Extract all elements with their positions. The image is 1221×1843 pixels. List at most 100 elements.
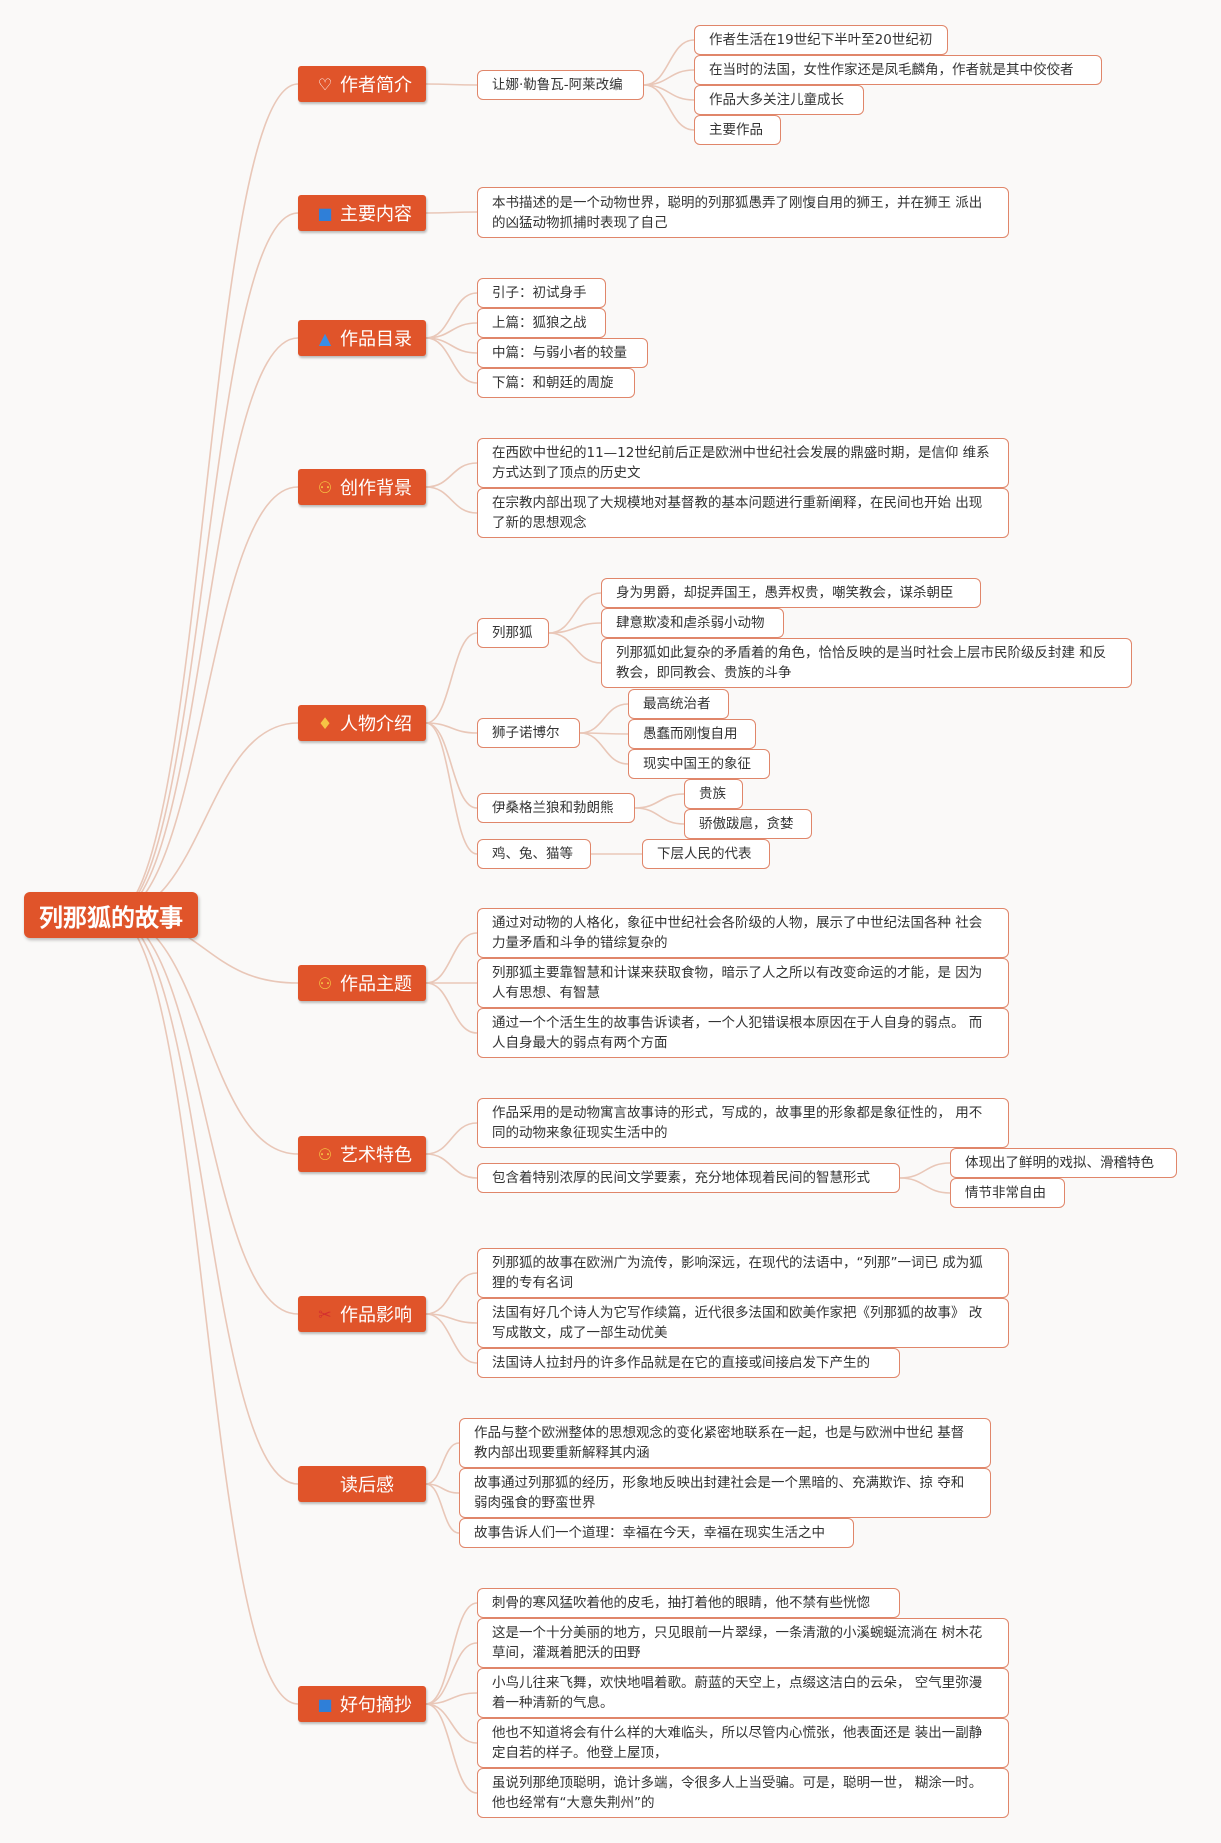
- ribbon-icon: ⚇: [317, 477, 333, 497]
- influence-item[interactable]: 列那狐的故事在欧洲广为流传，影响深远，在现代的法语中，“列那”一词已 成为狐狸的…: [477, 1248, 1009, 1298]
- connector: [111, 337, 299, 916]
- branch-author[interactable]: ♡ 作者简介: [298, 66, 426, 102]
- author-fact[interactable]: 主要作品: [694, 115, 781, 145]
- quote-item[interactable]: 小鸟儿往来飞舞，欢快地唱着歌。蔚蓝的天空上，点缀这洁白的云朵， 空气里弥漫着一种…: [477, 1668, 1009, 1718]
- quote-item[interactable]: 这是一个十分美丽的地方，只见眼前一片翠绿，一条清澈的小溪蜿蜒流淌在 树木花草间，…: [477, 1618, 1009, 1668]
- quote-item[interactable]: 刺骨的寒风猛吹着他的皮毛，抽打着他的眼睛，他不禁有些恍惚: [477, 1588, 900, 1618]
- catalog-item[interactable]: 引子：初试身手: [477, 278, 606, 308]
- character-trait[interactable]: 贵族: [684, 779, 743, 809]
- branch-art[interactable]: ⚇ 艺术特色: [298, 1136, 426, 1172]
- square-icon: ■: [317, 203, 333, 223]
- branch-catalog[interactable]: ▲ 作品目录: [298, 320, 426, 356]
- ribbon-icon: ⚇: [317, 1144, 333, 1164]
- influence-item[interactable]: 法国诗人拉封丹的许多作品就是在它的直接或间接启发下产生的: [477, 1348, 900, 1378]
- character-trait[interactable]: 下层人民的代表: [642, 839, 770, 869]
- connector: [425, 462, 478, 488]
- connector: [425, 1602, 478, 1705]
- connector: [548, 622, 602, 634]
- connector: [634, 807, 685, 825]
- theme-item[interactable]: 通过对动物的人格化，象征中世纪社会各阶级的人物，展示了中世纪法国各种 社会力量矛…: [477, 908, 1009, 958]
- flame-icon: ▲: [318, 328, 332, 348]
- connector: [111, 914, 299, 1315]
- branch-label: 读后感: [340, 1475, 394, 1496]
- connector: [111, 486, 299, 916]
- character-trait[interactable]: 现实中国王的象征: [628, 749, 770, 779]
- branch-label: 作品目录: [340, 329, 412, 350]
- connector: [425, 932, 478, 984]
- character-trait[interactable]: 肆意欺凌和虐杀弱小动物: [601, 608, 784, 638]
- branch-quotes[interactable]: ■好句摘抄: [298, 1686, 426, 1722]
- theme-item[interactable]: 通过一个个活生生的故事告诉读者，一个人犯错误根本原因在于人自身的弱点。 而人自身…: [477, 1008, 1009, 1058]
- background-item[interactable]: 在宗教内部出现了大规模地对基督教的基本问题进行重新阐释，在民间也开始 出现了新的…: [477, 488, 1009, 538]
- branch-label: 主要内容: [340, 204, 412, 225]
- author-fact[interactable]: 作者生活在19世纪下半叶至20世纪初: [694, 25, 948, 55]
- branch-label: 艺术特色: [340, 1145, 412, 1166]
- connector: [548, 632, 602, 664]
- square-icon: ■: [317, 1694, 333, 1714]
- character-name[interactable]: 伊桑格兰狼和勃朗熊: [477, 793, 635, 823]
- connector: [425, 1272, 478, 1315]
- influence-item[interactable]: 法国有好几个诗人为它写作续篇，近代很多法国和欧美作家把《列那狐的故事》 改写成散…: [477, 1298, 1009, 1348]
- branch-label: 作品主题: [340, 974, 412, 995]
- diamond-icon: ♦: [317, 713, 333, 733]
- connector: [425, 486, 478, 514]
- reflection-item[interactable]: 故事通过列那狐的经历，形象地反映出封建社会是一个黑暗的、充满欺诈、掠 夺和弱肉强…: [459, 1468, 991, 1518]
- connector: [643, 84, 695, 131]
- connector: [425, 632, 478, 724]
- catalog-item[interactable]: 中篇：与弱小者的较量: [477, 338, 648, 368]
- character-trait[interactable]: 愚蠢而刚愎自用: [628, 719, 756, 749]
- catalog-item[interactable]: 下篇：和朝廷的周旋: [477, 368, 635, 398]
- art-item[interactable]: 包含着特别浓厚的民间文学要素，充分地体现着民间的智慧形式: [477, 1163, 900, 1193]
- root-topic[interactable]: 列那狐的故事: [24, 892, 198, 938]
- art-subitem[interactable]: 体现出了鲜明的戏拟、滑稽特色: [950, 1148, 1177, 1178]
- branch-label: 作品影响: [340, 1305, 412, 1326]
- branch-theme[interactable]: ⚇作品主题: [298, 965, 426, 1001]
- branch-influence[interactable]: ✂ 作品影响: [298, 1296, 426, 1332]
- author-fact[interactable]: 在当时的法国，女性作家还是凤毛麟角，作者就是其中佼佼者: [694, 55, 1102, 85]
- quote-item[interactable]: 他也不知道将会有什么样的大难临头，所以尽管内心慌张，他表面还是 装出一副静定自若…: [477, 1718, 1009, 1768]
- branch-background[interactable]: ⚇创作背景: [298, 469, 426, 505]
- character-trait[interactable]: 身为男爵，却捉弄国王，愚弄权贵，嘲笑教会，谋杀朝臣: [601, 578, 981, 608]
- character-name[interactable]: 列那狐: [477, 618, 549, 648]
- connector: [548, 592, 602, 634]
- connector: [425, 337, 478, 384]
- author-fact[interactable]: 作品大多关注儿童成长: [694, 85, 864, 115]
- catalog-item[interactable]: 上篇：狐狼之战: [477, 308, 606, 338]
- branch-label: 作者简介: [340, 75, 412, 96]
- reflection-item[interactable]: 故事告诉人们一个道理：幸福在今天，幸福在现实生活之中: [459, 1518, 854, 1548]
- character-trait[interactable]: 列那狐如此复杂的矛盾着的角色，恰恰反映的是当时社会上层市民阶级反封建 和反教会，…: [601, 638, 1132, 688]
- connector: [425, 1642, 478, 1705]
- reflection-item[interactable]: 作品与整个欧洲整体的思想观念的变化紧密地联系在一起，也是与欧洲中世纪 基督教内部…: [459, 1418, 991, 1468]
- connector: [425, 1122, 478, 1155]
- tools-icon: ✂: [318, 1304, 332, 1324]
- quote-item[interactable]: 虽说列那绝顶聪明，诡计多端，令很多人上当受骗。可是，聪明一世， 糊涂一时。他也经…: [477, 1768, 1009, 1818]
- art-subitem[interactable]: 情节非常自由: [950, 1178, 1065, 1208]
- character-name[interactable]: 狮子诺博尔: [477, 718, 580, 748]
- connector: [634, 793, 685, 809]
- connector: [425, 1483, 460, 1534]
- connector: [425, 211, 478, 214]
- heart-icon: ♡: [317, 74, 333, 94]
- connector: [425, 722, 478, 855]
- connector: [111, 914, 299, 1485]
- branch-reflection[interactable]: 读后感: [298, 1466, 426, 1502]
- connector: [425, 1703, 478, 1744]
- author-name[interactable]: 让娜·勒鲁瓦-阿莱改编: [477, 70, 644, 100]
- theme-item[interactable]: 列那狐主要靠智慧和计谋来获取食物，暗示了人之所以有改变命运的才能，是 因为人有思…: [477, 958, 1009, 1008]
- content-summary[interactable]: 本书描述的是一个动物世界，聪明的列那狐愚弄了刚愎自用的狮王，并在狮王 派出的凶猛…: [477, 187, 1009, 238]
- character-trait[interactable]: 骄傲跋扈，贪婪: [684, 809, 812, 839]
- connector: [643, 39, 695, 86]
- connector: [425, 1313, 478, 1364]
- branch-content[interactable]: ■ 主要内容: [298, 195, 426, 231]
- connector: [899, 1162, 951, 1179]
- background-item[interactable]: 在西欧中世纪的11—12世纪前后正是欧洲中世纪社会发展的鼎盛时期，是信仰 维系方…: [477, 438, 1009, 488]
- character-trait[interactable]: 最高统治者: [628, 689, 729, 719]
- connector: [899, 1177, 951, 1194]
- connector: [425, 982, 478, 1034]
- art-item[interactable]: 作品采用的是动物寓言故事诗的形式，写成的，故事里的形象都是象征性的， 用不同的动…: [477, 1098, 1009, 1148]
- branch-characters[interactable]: ♦人物介绍: [298, 705, 426, 741]
- connector: [425, 722, 478, 809]
- connector: [425, 1153, 478, 1179]
- connector: [425, 83, 478, 86]
- character-name[interactable]: 鸡、兔、猫等: [477, 839, 591, 869]
